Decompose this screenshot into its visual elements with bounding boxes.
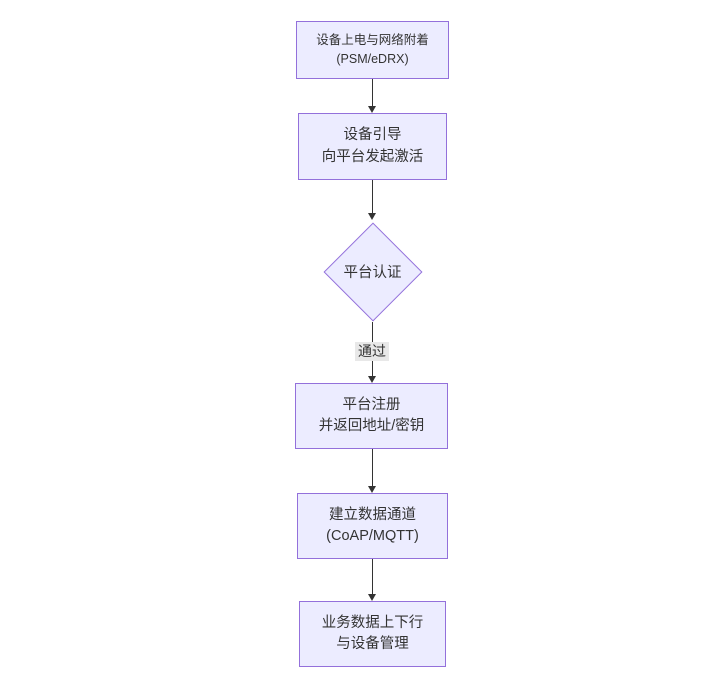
decision-node-platform-auth: 平台认证 <box>322 221 423 322</box>
node-text-line: 建立数据通道 <box>329 506 416 523</box>
node-text-line: 与设备管理 <box>336 636 409 652</box>
flow-arrow-2 <box>368 180 376 220</box>
flow-arrow-1 <box>368 79 376 113</box>
node-text-line: (CoAP/MQTT) <box>326 528 419 544</box>
edge-line <box>372 559 373 595</box>
node-text-line: 并返回地址/密钥 <box>318 418 425 434</box>
arrowhead-down-icon <box>368 213 376 220</box>
edge-label-pass: 通过 <box>355 342 389 361</box>
arrowhead-down-icon <box>368 594 376 601</box>
node-text-line: 平台认证 <box>343 265 402 281</box>
flow-node-power-network-attach: 设备上电与网络附着 (PSM/eDRX) <box>296 21 449 79</box>
flow-node-platform-register: 平台注册 并返回地址/密钥 <box>295 383 448 449</box>
edge-line <box>372 180 373 214</box>
node-text-line: 平台注册 <box>342 396 401 413</box>
flow-arrow-4 <box>368 449 376 493</box>
edge-line <box>372 449 373 487</box>
node-text-line: 业务数据上下行 <box>321 614 424 631</box>
flow-node-data-channel: 建立数据通道 (CoAP/MQTT) <box>297 493 448 559</box>
arrowhead-down-icon <box>368 486 376 493</box>
node-text-line: 设备引导 <box>343 127 402 143</box>
edge-line <box>372 79 373 107</box>
flow-node-business-data-mgmt: 业务数据上下行 与设备管理 <box>299 601 446 667</box>
arrowhead-down-icon <box>368 106 376 113</box>
flow-node-device-bootstrap: 设备引导 向平台发起激活 <box>298 113 447 180</box>
arrowhead-down-icon <box>368 376 376 383</box>
node-text-line: 设备上电与网络附着 <box>316 33 429 47</box>
node-text-line: (PSM/eDRX) <box>336 52 409 66</box>
flow-arrow-5 <box>368 559 376 601</box>
node-text-line: 向平台发起激活 <box>321 148 424 165</box>
